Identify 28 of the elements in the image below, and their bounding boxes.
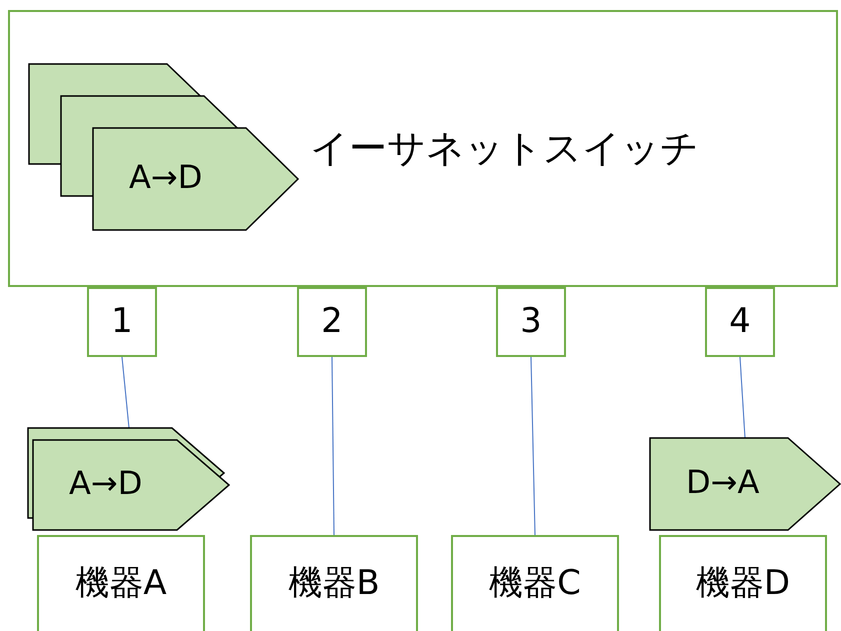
port-number: 3 xyxy=(520,303,542,341)
device-box xyxy=(451,535,619,631)
port-number: 2 xyxy=(321,303,343,341)
port-box xyxy=(705,287,775,357)
connector-line xyxy=(530,356,536,536)
packet-label: A→D xyxy=(69,464,142,502)
device-box xyxy=(37,535,205,631)
port-number: 4 xyxy=(729,303,751,341)
device-label: 機器C xyxy=(489,565,581,602)
port-box xyxy=(297,287,367,357)
packet-label: A→D xyxy=(129,158,202,196)
device-box xyxy=(659,535,827,631)
switch-box xyxy=(8,10,838,287)
device-label: 機器B xyxy=(288,565,380,602)
connector-line xyxy=(332,356,334,536)
port-number: 1 xyxy=(111,303,133,341)
packet-label: D→A xyxy=(686,463,760,501)
packet-stack xyxy=(29,64,299,232)
connector-line xyxy=(122,356,130,428)
device-box xyxy=(250,535,418,631)
port-box xyxy=(496,287,566,357)
packet-tag xyxy=(650,438,840,530)
switch-label: イーサネットスイッチ xyxy=(310,128,699,170)
connector-line xyxy=(740,356,746,438)
port-box xyxy=(87,287,157,357)
device-label: 機器A xyxy=(75,565,167,602)
device-label: 機器D xyxy=(696,565,790,602)
packet-stack xyxy=(28,428,230,530)
